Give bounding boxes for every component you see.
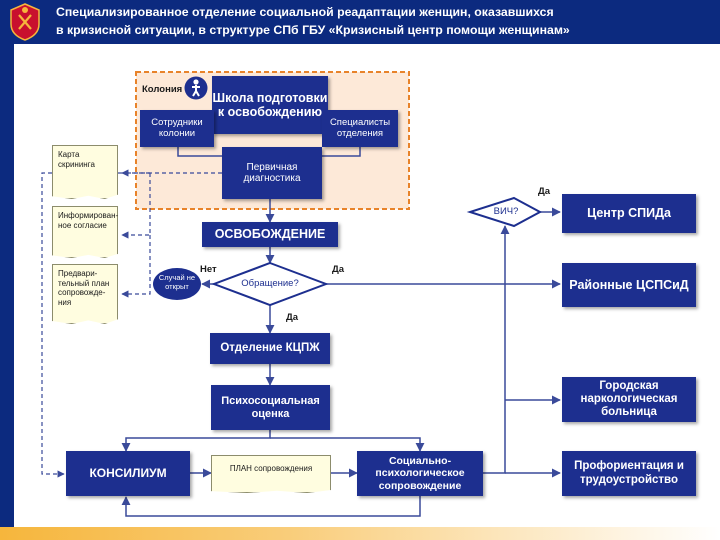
person-icon bbox=[184, 76, 208, 100]
appeal-diamond bbox=[211, 261, 329, 307]
dashed-to-consent bbox=[121, 173, 151, 239]
spec-to-diag bbox=[322, 146, 361, 157]
no-label: Нет bbox=[200, 264, 217, 275]
staff-to-diag bbox=[177, 146, 222, 157]
release-box: ОСВОБОЖДЕНИЕ bbox=[202, 222, 338, 247]
council-box: КОНСИЛИУМ bbox=[66, 451, 190, 496]
screening-card-doc: Карта скрининга bbox=[52, 145, 118, 199]
district-centers-box: Районные ЦСПСиД bbox=[562, 263, 696, 307]
hiv-question: ВИЧ? bbox=[493, 206, 519, 217]
coat-of-arms-icon bbox=[10, 3, 40, 41]
dept-specialists-box: Специалисты отделения bbox=[322, 110, 398, 147]
support-plan-doc: ПЛАН сопровождения bbox=[211, 455, 331, 493]
yes-label-hiv: Да bbox=[538, 186, 551, 197]
case-not-opened-ellipse bbox=[153, 268, 201, 300]
support-loop bbox=[121, 496, 421, 517]
yes-label-down: Да bbox=[286, 312, 299, 323]
slide-title-line-2: в кризисной ситуации, в структуре СПб ГБ… bbox=[56, 23, 570, 37]
primary-diagnostics-box: Первичная диагностика bbox=[222, 147, 322, 199]
slide-title-line-1: Специализированное отделение социальной … bbox=[56, 5, 554, 19]
bottom-accent-bar bbox=[0, 527, 720, 540]
narcology-box: Городская наркологическая больница bbox=[562, 377, 696, 422]
yes-label-right: Да bbox=[332, 264, 345, 275]
dashed-left-outer bbox=[41, 172, 150, 478]
colony-staff-box: Сотрудники колонии bbox=[140, 110, 214, 147]
case-not-opened-text: Случай не открыт bbox=[158, 273, 196, 291]
career-box: Профориентация и трудоустройство bbox=[562, 451, 696, 496]
school-box: Школа подготовки к освобождению bbox=[212, 76, 328, 134]
trunk bbox=[483, 230, 506, 474]
psychosocial-box: Психосоциальная оценка bbox=[211, 385, 330, 430]
appeal-question: Обращение? bbox=[241, 278, 299, 289]
kcpzh-dept-box: Отделение КЦПЖ bbox=[210, 333, 330, 364]
social-support-box: Социально-психологическое сопровождение bbox=[357, 451, 483, 496]
left-accent-bar bbox=[0, 44, 14, 527]
header-bar: Специализированное отделение социальной … bbox=[0, 0, 720, 44]
aids-center-box: Центр СПИДа bbox=[562, 194, 696, 233]
hiv-diamond bbox=[466, 196, 543, 228]
psycho-to-council bbox=[121, 430, 271, 452]
colony-label: Колония bbox=[142, 84, 183, 95]
preliminary-plan-doc: Предвари-тельный план сопровожде-ния bbox=[52, 264, 118, 324]
psycho-to-support bbox=[270, 437, 425, 452]
informed-consent-doc: Информирован-ное согласие bbox=[52, 206, 118, 258]
dashed-to-plan bbox=[121, 235, 151, 298]
